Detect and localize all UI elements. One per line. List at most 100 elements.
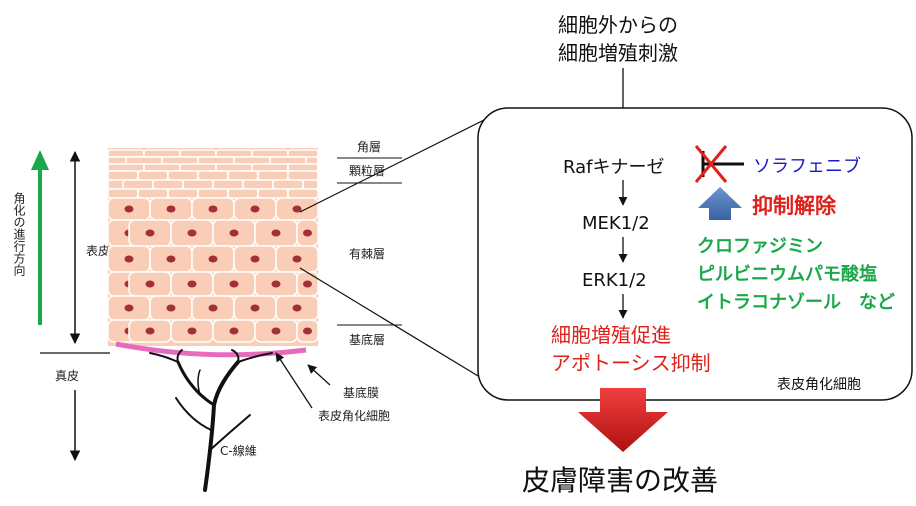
- corneum-cell: [143, 149, 181, 158]
- drug-item-3: イトラコナゾール など: [697, 292, 895, 313]
- basement-membrane-label: 基底膜: [343, 385, 379, 400]
- keratinocyte-label: 表皮角化細胞: [318, 409, 390, 423]
- result-down-arrow: [578, 388, 668, 452]
- effect-line2: アポトーシス抑制: [551, 351, 711, 375]
- release-up-arrow: [698, 187, 742, 220]
- granular-cell: [107, 188, 139, 199]
- cell-nucleus: [292, 205, 302, 213]
- cell-nucleus: [250, 205, 260, 213]
- corneum-cell: [197, 156, 235, 165]
- zoom-line-top: [299, 117, 489, 213]
- granular-cell: [242, 179, 274, 190]
- erk-label: ERK1/2: [582, 270, 647, 291]
- granular-cell: [227, 188, 259, 199]
- result-label: 皮膚障害の改善: [522, 464, 718, 497]
- granular-cell: [257, 188, 289, 199]
- cell-nucleus: [145, 280, 155, 288]
- granular-cell: [302, 179, 319, 190]
- corneum-cell: [233, 156, 271, 165]
- c-fiber-nerve: [149, 349, 273, 492]
- stratum-corneum-label: 角層: [357, 140, 381, 154]
- granular-cell: [167, 188, 199, 199]
- corneum-cell: [179, 149, 217, 158]
- corneum-cell: [269, 156, 307, 165]
- corneum-cell: [287, 149, 319, 158]
- cell-nucleus: [250, 255, 260, 263]
- granular-cell: [197, 188, 229, 199]
- corneum-cell: [107, 149, 145, 158]
- inhibition-cross: [694, 145, 728, 183]
- cell-nucleus: [271, 229, 281, 237]
- drug-item-2: ピルビニウムパモ酸塩: [697, 263, 877, 285]
- granular-cell: [197, 170, 229, 181]
- corneum-cell: [215, 149, 253, 158]
- corneum-cell: [125, 156, 163, 165]
- cell-nucleus: [187, 280, 197, 288]
- cell-nucleus: [145, 327, 155, 335]
- cell-nucleus: [166, 205, 176, 213]
- cell-nucleus: [271, 280, 281, 288]
- corneum-cell: [107, 163, 145, 172]
- cell-nucleus: [124, 205, 134, 213]
- corneum-cell: [251, 163, 289, 172]
- stratum-granulosum-label: 顆粒層: [349, 163, 385, 178]
- cell-nucleus: [229, 229, 239, 237]
- keratinocyte-pointer: [275, 352, 313, 409]
- cell-nucleus: [292, 255, 302, 263]
- skin-tissue-block: [107, 148, 319, 358]
- cell-box-label: 表皮角化細胞: [777, 377, 861, 393]
- granular-cell: [287, 188, 319, 199]
- granular-cell: [167, 170, 199, 181]
- cell-nucleus: [303, 327, 312, 335]
- zoom-line-bottom: [299, 267, 489, 383]
- granular-cell: [272, 179, 304, 190]
- granular-cell: [152, 179, 184, 190]
- granular-cell: [122, 179, 154, 190]
- corneum-cell: [287, 163, 319, 172]
- granular-cell: [107, 170, 139, 181]
- granular-cell: [227, 170, 259, 181]
- cell-nucleus: [187, 327, 197, 335]
- cell-nucleus: [208, 205, 218, 213]
- cell-nucleus: [303, 229, 312, 237]
- effect-line1: 細胞増殖促進: [551, 323, 671, 347]
- keratinocyte-cell-box: [477, 107, 913, 401]
- corneum-cell: [143, 163, 181, 172]
- stratum-spinosum-label: 有棘層: [349, 247, 385, 261]
- cornification-direction-label: 角化の進行方向: [12, 192, 26, 276]
- sorafenib-label: ソラフェニブ: [753, 155, 861, 177]
- basement-membrane-pointer: [307, 364, 331, 386]
- mek-label: MEK1/2: [582, 213, 650, 234]
- granular-cell: [137, 170, 169, 181]
- granular-cell: [212, 179, 244, 190]
- cell-nucleus: [145, 229, 155, 237]
- cell-nucleus: [187, 229, 197, 237]
- granular-cell: [287, 170, 319, 181]
- corneum-cell: [215, 163, 253, 172]
- cell-nucleus: [271, 327, 281, 335]
- granular-cell: [257, 170, 289, 181]
- epidermis-label: 表皮: [86, 244, 110, 258]
- granular-cell: [137, 188, 169, 199]
- corneum-cell: [251, 149, 289, 158]
- cell-nucleus: [292, 304, 302, 312]
- cell-nucleus: [166, 255, 176, 263]
- drug-item-1: クロファジミン: [697, 236, 823, 257]
- c-fiber-label: C-線維: [220, 443, 257, 458]
- raf-kinase: Rafキナーゼ: [563, 157, 664, 178]
- cell-nucleus: [124, 255, 134, 263]
- stimulus-line1: 細胞外からの: [558, 13, 678, 37]
- corneum-cell: [305, 156, 319, 165]
- cell-nucleus: [208, 304, 218, 312]
- cell-nucleus: [124, 304, 134, 312]
- cornification-direction-arrow: [31, 150, 49, 325]
- corneum-cell: [161, 156, 199, 165]
- granular-cell: [182, 179, 214, 190]
- stimulus-line2: 細胞増殖刺激: [558, 41, 678, 65]
- cell-nucleus: [166, 304, 176, 312]
- cell-nucleus: [229, 327, 239, 335]
- layer-divider-lines: [337, 157, 402, 326]
- corneum-cell: [179, 163, 217, 172]
- cell-nucleus: [303, 280, 312, 288]
